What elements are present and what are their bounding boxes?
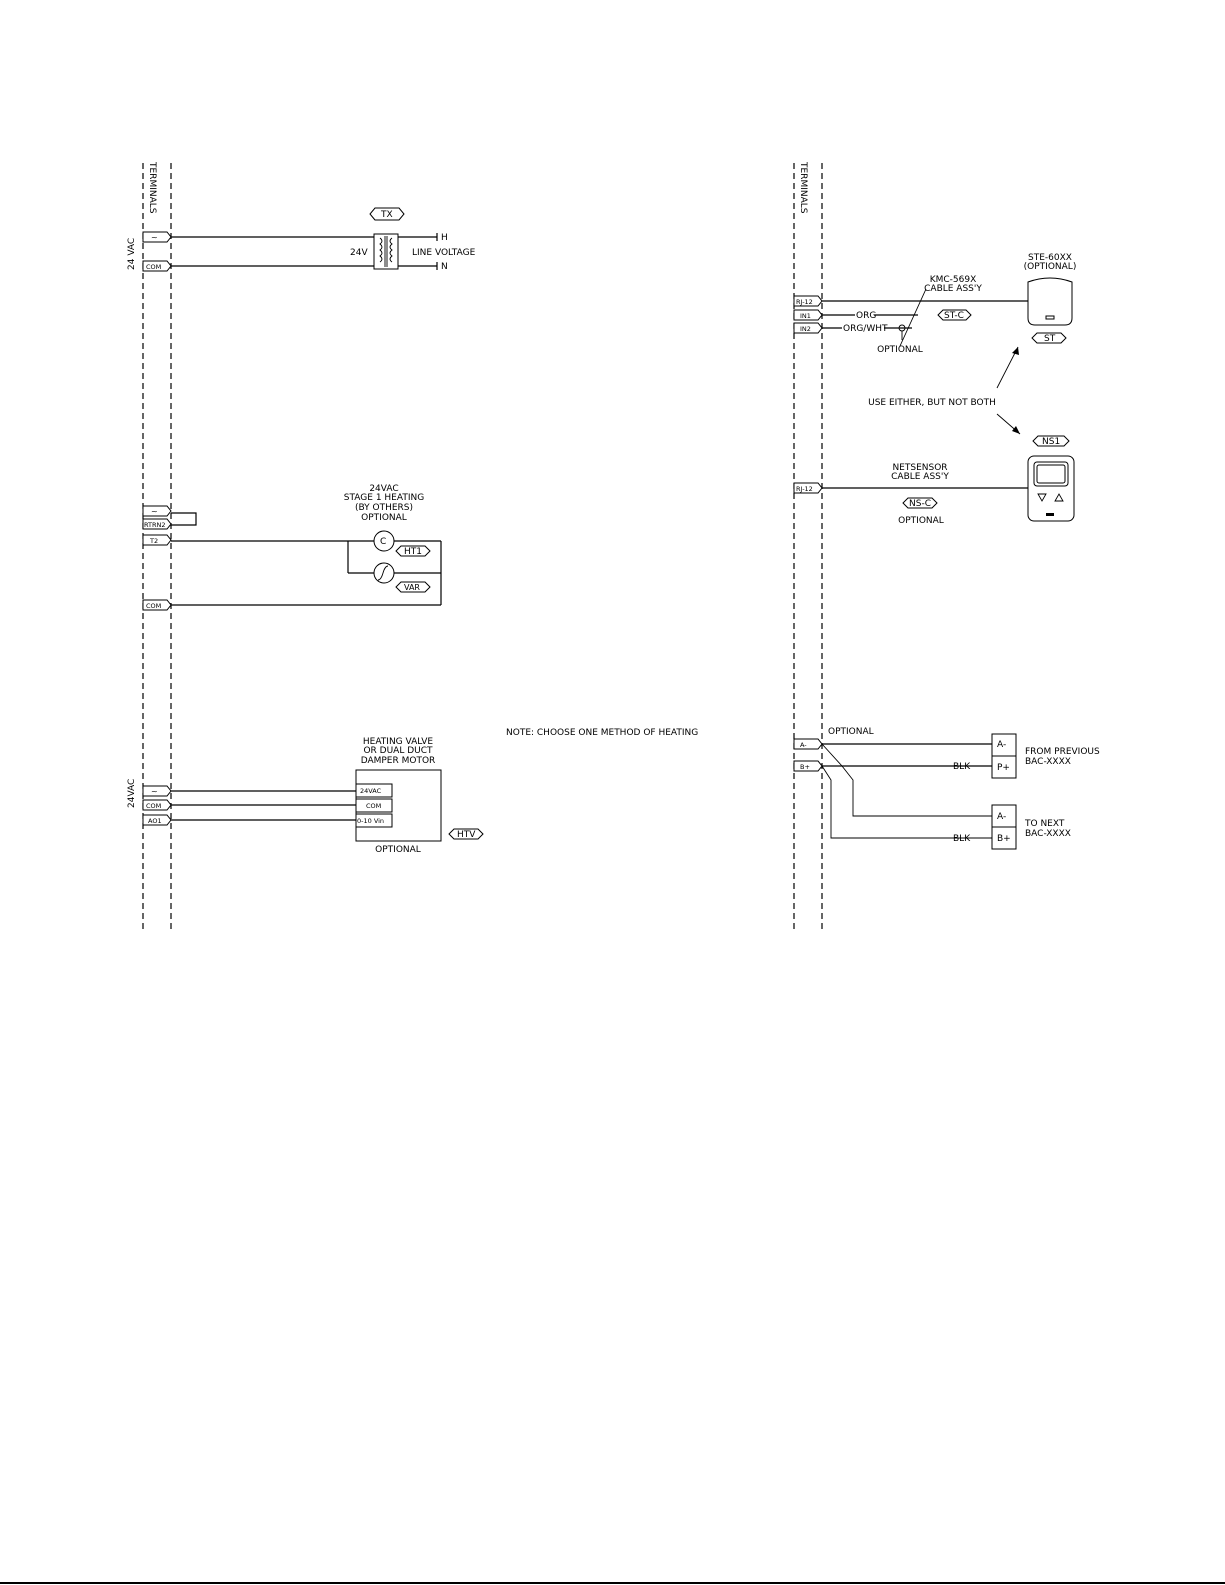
heating-title-3: (BY OTHERS) <box>355 503 413 513</box>
term-ht-t2-label: T2 <box>149 537 158 545</box>
tx-secondary-label: LINE VOLTAGE <box>412 248 476 258</box>
tag-htv-label: HTV <box>457 830 476 840</box>
tag-st-c <box>937 309 972 321</box>
cable-name-2: CABLE ASS'Y <box>924 284 982 294</box>
tag-ns-c <box>902 497 938 509</box>
tag-tx <box>369 207 405 221</box>
network-section: OPTIONAL A- B+ A- P+ A- B+ BLK BLK FROM … <box>793 727 1100 850</box>
term-hv-ao1-label: AO1 <box>148 817 162 825</box>
pin-signal-label: 0-10 Vin <box>357 817 384 825</box>
transformer-section: ~ COM TX 24V LINE VOLTAGE H N <box>142 207 476 272</box>
tag-ht1 <box>395 545 431 557</box>
valve-optional-label: OPTIONAL <box>375 845 421 855</box>
term-tx-com-label: COM <box>146 263 161 271</box>
term-net-a-label: A- <box>800 741 807 749</box>
term-ht-ac-label: ~ <box>151 507 158 516</box>
heating-method-note: NOTE: CHOOSE ONE METHOD OF HEATING <box>506 728 698 738</box>
to-next-1: TO NEXT <box>1024 819 1065 829</box>
left-terminals-label: TERMINALS <box>147 161 157 214</box>
network-optional-label: OPTIONAL <box>828 727 874 737</box>
heating-title-1: 24VAC <box>369 484 398 494</box>
term-tx-ac <box>142 231 172 243</box>
to-next-2: BAC-XXXX <box>1025 829 1071 839</box>
tag-st-label: ST <box>1044 334 1056 344</box>
from-prev-2: BAC-XXXX <box>1025 757 1071 767</box>
left-24vac-bottom-label: 24VAC <box>127 779 137 808</box>
next-b-label: B+ <box>997 834 1011 844</box>
valve-title-2: OR DUAL DUCT <box>363 746 433 756</box>
tag-ns1-label: NS1 <box>1042 437 1060 447</box>
tag-st <box>1031 332 1067 344</box>
variable-symbol <box>373 562 395 584</box>
ns-cable-name-1: NETSENSOR <box>892 463 947 473</box>
right-terminals-label: TERMINALS <box>798 161 808 214</box>
term-st-in2-label: IN2 <box>800 325 811 333</box>
term-hv-ac-label: ~ <box>151 787 158 796</box>
pin-24vac-label: 24VAC <box>360 787 382 795</box>
valve-title-3: DAMPER MOTOR <box>361 756 436 766</box>
tx-neutral-label: N <box>441 262 448 272</box>
prev-b-label: P+ <box>997 763 1010 773</box>
heating-stage-section: 24VAC STAGE 1 HEATING (BY OTHERS) OPTION… <box>142 484 442 611</box>
transformer-symbol <box>373 233 399 270</box>
term-ht-com-label: COM <box>146 602 161 610</box>
contactor-label: C <box>380 537 386 547</box>
tx-primary-label: 24V <box>350 248 368 258</box>
tx-hot-label: H <box>441 233 448 243</box>
tag-st-c-label: ST-C <box>944 311 964 321</box>
heating-title-2: STAGE 1 HEATING <box>344 493 424 503</box>
term-st-rj-label: RJ-12 <box>796 298 813 306</box>
ns-optional-label: OPTIONAL <box>898 516 944 526</box>
term-ht-rtrn-label: RTRN2 <box>144 521 166 529</box>
sensor-name-1: STE-60XX <box>1028 253 1072 263</box>
term-hv-com-label: COM <box>146 802 161 810</box>
wire-blk-1-label: BLK <box>953 762 971 772</box>
wire-org-label: ORG <box>856 311 876 321</box>
left-24vac-top-label: 24 VAC <box>127 238 137 270</box>
tag-ns-c-label: NS-C <box>909 499 931 509</box>
term-net-b-label: B+ <box>800 763 810 771</box>
tag-htv <box>448 828 484 840</box>
valve-title-1: HEATING VALVE <box>363 737 434 747</box>
tag-tx-label: TX <box>380 210 393 220</box>
heating-valve-section: HEATING VALVE OR DUAL DUCT DAMPER MOTOR … <box>142 737 484 855</box>
term-st-in1-label: IN1 <box>800 312 811 320</box>
netsensor-device <box>1027 455 1075 522</box>
either-note: USE EITHER, BUT NOT BOTH <box>868 398 996 408</box>
tag-var <box>395 581 431 593</box>
prev-a-label: A- <box>997 740 1006 750</box>
cable-name-1: KMC-569X <box>930 275 977 285</box>
heating-title-4: OPTIONAL <box>361 513 407 523</box>
term-tx-ac-label: ~ <box>151 233 158 242</box>
from-prev-1: FROM PREVIOUS <box>1025 747 1100 757</box>
tag-var-label: VAR <box>404 583 420 592</box>
term-ns-rj-label: RJ-12 <box>796 485 813 493</box>
term-tx-com <box>142 260 172 272</box>
next-a-label: A- <box>997 812 1006 822</box>
wire-blk-2-label: BLK <box>953 834 971 844</box>
tag-ns1 <box>1032 435 1070 447</box>
sensor-cable-section: RJ-12 IN1 IN2 ORG ORG/WHT OPTIONAL KMC-5… <box>793 253 1077 435</box>
wire-orgwht-label: ORG/WHT <box>843 324 888 334</box>
sensor-name-2: (OPTIONAL) <box>1024 262 1077 272</box>
ste-sensor-body <box>1027 277 1073 326</box>
netsensor-section: NS1 RJ-12 NETSENSOR CABLE ASS'Y NS-C OPT… <box>793 435 1075 526</box>
contactor-symbol <box>373 530 395 552</box>
ns-cable-name-2: CABLE ASS'Y <box>891 472 949 482</box>
pin-com-label: COM <box>366 802 381 810</box>
sensor-optional-label: OPTIONAL <box>877 345 923 355</box>
tag-ht1-label: HT1 <box>404 547 422 557</box>
